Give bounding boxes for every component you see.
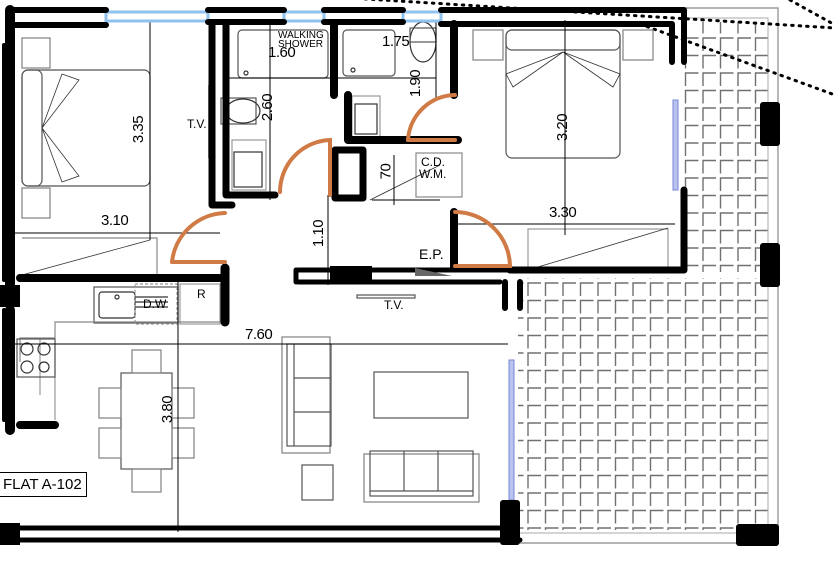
walking-label: WALKING [278,30,324,41]
dim-master-width: 3.30 [549,204,577,221]
dim-bath2-height: 1.90 [407,69,425,98]
cd-label: C.D. [421,155,445,169]
dim-living-width: 7.60 [245,326,273,343]
flat-label: FLAT A-102 [0,472,87,497]
windows [104,10,679,501]
dim-bedroom1-width: 3.10 [101,212,129,229]
dw-label: D.W [143,297,167,311]
wm-label: W.M. [419,167,447,181]
shower-label: SHOWER [278,39,323,50]
dim-bath1-height: 2.60 [259,93,277,122]
dim-bath1-width: 1.60 [268,44,296,61]
ep-panel [415,268,452,276]
ep-label: E.P. [419,246,444,262]
doors [170,93,513,268]
terrace [518,7,779,544]
fridge-label: R [197,287,206,301]
dotted-line-lower [638,22,835,97]
dim-living-height: 3.80 [159,395,177,424]
dotted-line-upper-right [788,0,835,27]
dim-bath2-width: 1.75 [382,33,410,50]
tv-label-bedroom1: T.V. [187,117,207,131]
dim-hall: 1.10 [310,219,328,248]
dim-laundry: 70 [377,163,395,180]
tv-label-hall: T.V. [384,298,404,312]
dim-bedroom1-height: 3.35 [130,115,148,144]
dim-master-height: 3.20 [554,113,572,142]
